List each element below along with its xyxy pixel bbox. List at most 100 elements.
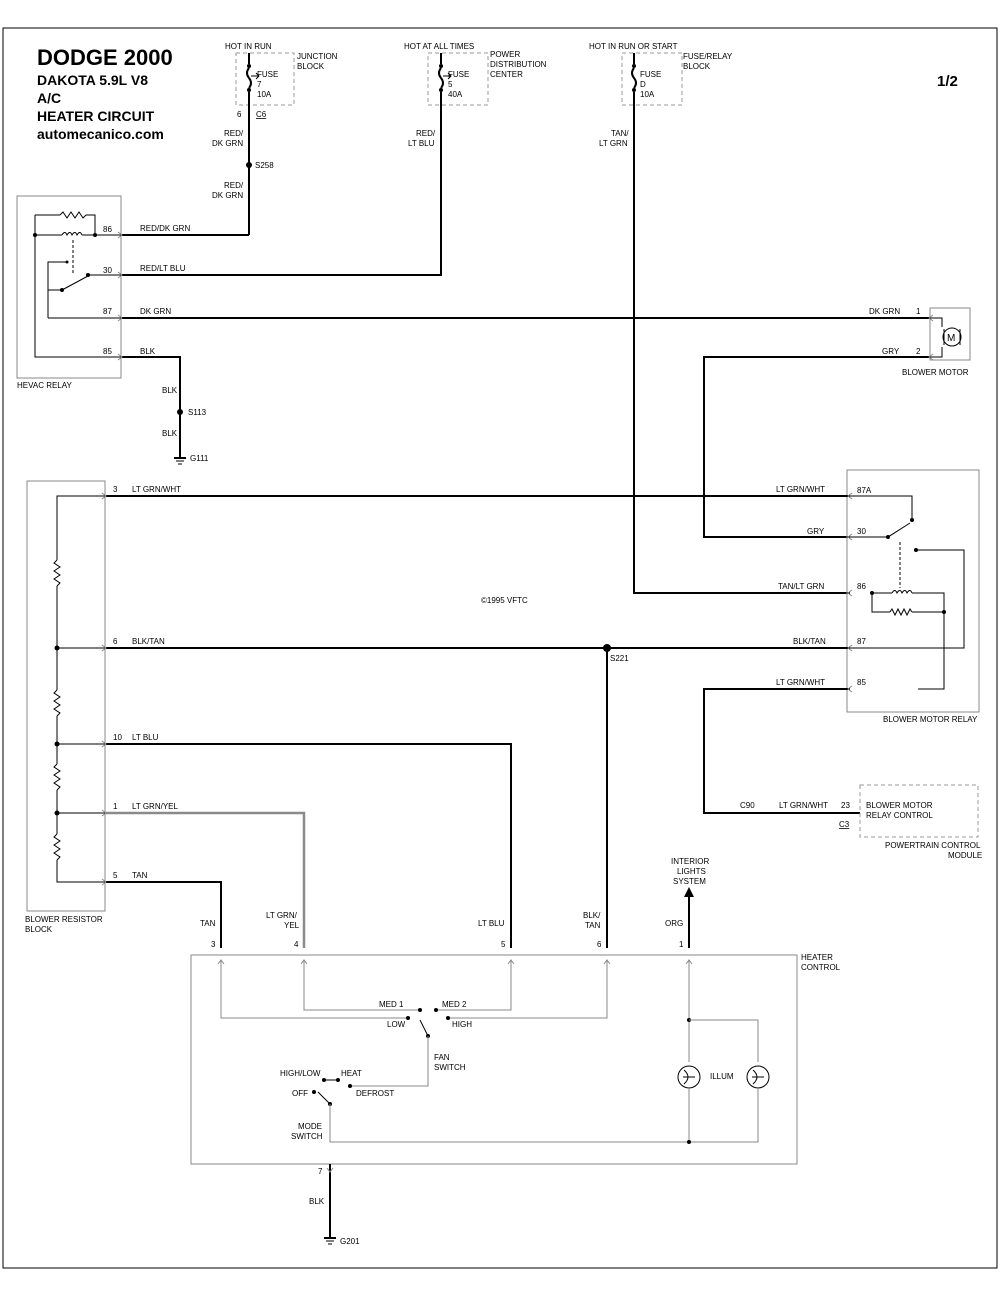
wire-label: DK GRN xyxy=(212,191,243,200)
junction-block: HOT IN RUN JUNCTION BLOCK FUSE 7 10A 6 C… xyxy=(225,42,338,119)
fan-switch-label-1: FAN xyxy=(434,1053,450,1062)
hot-at-all-times-label: HOT AT ALL TIMES xyxy=(404,42,474,51)
wire-red-ltblu xyxy=(122,105,442,276)
copyright: ©1995 VFTC xyxy=(481,596,528,605)
wire-label: RED/ xyxy=(224,129,244,138)
wire-label: RED/LT BLU xyxy=(140,264,186,273)
wire-label: GRY xyxy=(807,527,825,536)
resistor-block-label-2: BLOCK xyxy=(25,925,53,934)
relay-pin: 86 xyxy=(857,582,866,591)
hevac-relay-label: HEVAC RELAY xyxy=(17,381,72,390)
arrow-up-icon xyxy=(684,887,694,948)
pcm-label-2: MODULE xyxy=(948,851,982,860)
pdc-label-3: CENTER xyxy=(490,70,523,79)
illum-label: ILLUM xyxy=(710,1072,734,1081)
hc-pin: 5 xyxy=(501,940,506,949)
wire-label: TAN xyxy=(200,919,216,928)
wire-label: TAN/LT GRN xyxy=(778,582,824,591)
pcm-box-label-1: BLOWER MOTOR xyxy=(866,801,933,810)
powertrain-control-module: BLOWER MOTOR RELAY CONTROL 23 C3 POWERTR… xyxy=(839,784,982,860)
interior-label-2: LIGHTS xyxy=(677,867,706,876)
fuse-relay-box xyxy=(621,52,683,106)
hc-pin: 3 xyxy=(211,940,216,949)
hc-pin: 7 xyxy=(318,1167,323,1176)
splice-label: S258 xyxy=(255,161,274,170)
circuit-title: HEATER CIRCUIT xyxy=(37,108,155,124)
hevac-pin: 87 xyxy=(103,307,112,316)
splice-s258 xyxy=(246,162,252,168)
wire-label: BLK/TAN xyxy=(132,637,165,646)
wire-tan xyxy=(106,881,222,948)
resistor-pin: 6 xyxy=(113,637,118,646)
junction-pin: 6 xyxy=(237,110,242,119)
pdc-label-2: DISTRIBUTION xyxy=(490,60,547,69)
splice-label: S221 xyxy=(610,654,629,663)
wire-gry xyxy=(703,356,930,538)
motor-pin: 2 xyxy=(916,347,921,356)
wire-label: BLK xyxy=(162,386,178,395)
hc-pin: 1 xyxy=(679,940,684,949)
title-block: DODGE 2000 DAKOTA 5.9L V8 A/C HEATER CIR… xyxy=(37,45,958,142)
fuse7-rating: 10A xyxy=(257,90,272,99)
pcm-box-label-2: RELAY CONTROL xyxy=(866,811,933,820)
wire-label: LT GRN/ xyxy=(266,911,298,920)
site-title: automecanico.com xyxy=(37,126,164,142)
model-title: DAKOTA 5.9L V8 xyxy=(37,72,148,88)
motor-symbol: M xyxy=(947,333,955,344)
mode-defrost-label: DEFROST xyxy=(356,1089,394,1098)
ground-icon xyxy=(324,1237,336,1245)
fan-high-label: HIGH xyxy=(452,1020,472,1029)
fuse5-rating: 40A xyxy=(448,90,463,99)
ground-icon xyxy=(174,457,186,465)
resistor-block-box xyxy=(26,480,106,912)
relay-pin: 87A xyxy=(857,486,872,495)
fuse5-label: FUSE xyxy=(448,70,469,79)
ground-label: G201 xyxy=(340,1237,360,1246)
wire-label: BLK xyxy=(140,347,156,356)
blower-motor-relay-box xyxy=(846,469,980,713)
splice-s113 xyxy=(177,409,183,415)
wire-label: LT GRN/WHT xyxy=(779,801,828,810)
fused-label: FUSE xyxy=(640,70,661,79)
mode-switch-label-1: MODE xyxy=(298,1122,322,1131)
fused-number: D xyxy=(640,80,646,89)
hevac-pin: 85 xyxy=(103,347,112,356)
blower-resistor-block: BLOWER RESISTOR BLOCK 3 6 10 1 5 xyxy=(25,480,122,934)
mode-off-label: OFF xyxy=(292,1089,308,1098)
blower-motor-box xyxy=(929,307,971,361)
fan-switch-label-2: SWITCH xyxy=(434,1063,466,1072)
interior-label-3: SYSTEM xyxy=(673,877,706,886)
pdc-label-1: POWER xyxy=(490,50,520,59)
wire-label: RED/ xyxy=(224,181,244,190)
power-distribution-center: HOT AT ALL TIMES POWER DISTRIBUTION CENT… xyxy=(404,42,547,106)
wire-blk-ground xyxy=(122,356,181,458)
wire-label: LT GRN/WHT xyxy=(776,678,825,687)
blower-motor-relay-label: BLOWER MOTOR RELAY xyxy=(883,715,978,724)
resistor-pin: 1 xyxy=(113,802,118,811)
wire-label: TAN xyxy=(132,871,148,880)
lamp-icon xyxy=(677,1065,701,1089)
wire-lt-grn-wht-85 xyxy=(703,688,860,814)
hevac-relay-box xyxy=(16,195,122,379)
wire-label: LT GRN/WHT xyxy=(776,485,825,494)
pcm-box xyxy=(859,784,979,838)
wire-label: ORG xyxy=(665,919,683,928)
wire-label: LT BLU xyxy=(478,919,505,928)
relay-pin: 85 xyxy=(857,678,866,687)
lamp-icon xyxy=(746,1065,770,1089)
wire-label: RED/DK GRN xyxy=(140,224,190,233)
resistor-pin: 10 xyxy=(113,733,122,742)
wire-label: TAN xyxy=(585,921,601,930)
fuse-relay-label-2: BLOCK xyxy=(683,62,711,71)
connector-label: C90 xyxy=(740,801,755,810)
pcm-pin: 23 xyxy=(841,801,850,810)
relay-pin: 87 xyxy=(857,637,866,646)
fan-low-label: LOW xyxy=(387,1020,406,1029)
fuse-icon xyxy=(438,53,452,105)
hot-in-run-label: HOT IN RUN xyxy=(225,42,272,51)
wire-label: LT BLU xyxy=(132,733,159,742)
blower-motor-label: BLOWER MOTOR xyxy=(902,368,969,377)
fuse-relay-block: HOT IN RUN OR START FUSE/RELAY BLOCK FUS… xyxy=(589,42,733,106)
fan-med2-label: MED 2 xyxy=(442,1000,467,1009)
